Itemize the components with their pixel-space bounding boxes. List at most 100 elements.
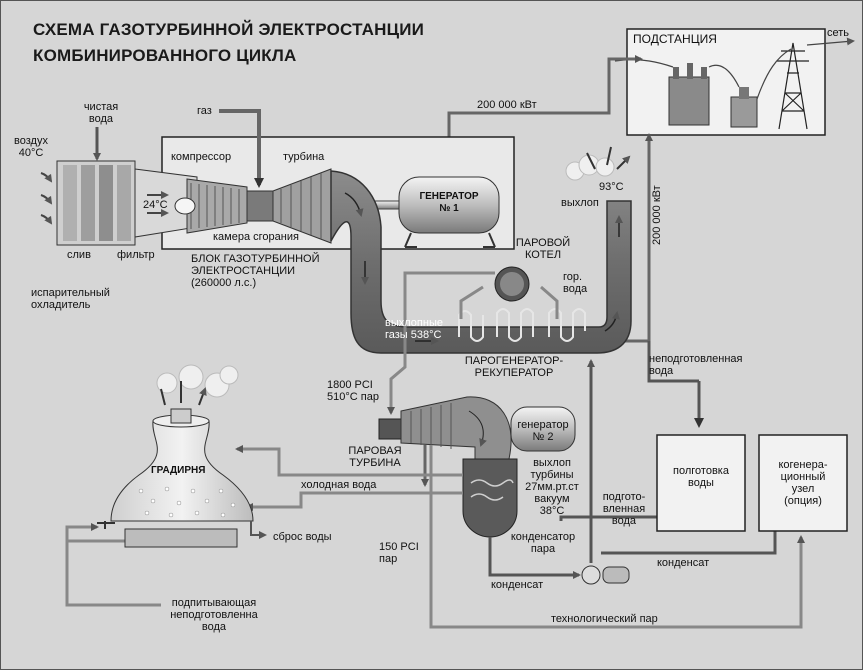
exhaust-cloud-icon	[565, 146, 629, 181]
gas-label: газ	[197, 105, 212, 117]
drain-label: слив	[67, 249, 91, 261]
steam-1800-line-2: 510°С пар	[327, 391, 379, 403]
cogen-line-2: ционный	[780, 471, 826, 483]
generator-1	[398, 176, 500, 248]
exhaust-gas-line-2: газы 538°С	[385, 329, 442, 341]
cogen-line-3: узел	[791, 483, 815, 495]
generator2-line-2: № 2	[532, 431, 554, 443]
condenser-label: конденсатор пара	[501, 531, 585, 555]
cogen-box	[758, 434, 848, 532]
makeup-line-3: вода	[201, 621, 227, 633]
water-prep-label: полготовка воды	[659, 465, 743, 489]
steam-condenser	[462, 458, 518, 538]
generator1-line-1: ГЕНЕРАТОР	[419, 191, 479, 202]
air-line-1: воздух	[14, 135, 48, 147]
water-prep-line-1: полготовка	[673, 465, 729, 477]
clean-water-label: чистая вода	[81, 101, 121, 125]
power-side-label: 200 000 кВт	[651, 185, 663, 245]
air-label: воздух 40°С	[11, 135, 51, 159]
generator-2	[510, 406, 576, 452]
temp-93-label: 93°С	[599, 181, 624, 193]
title-line-2: КОМБИНИРОВАННОГО ЦИКЛА	[33, 46, 297, 65]
steam-turbine-label: ПАРОВАЯ ТУРБИНА	[343, 445, 407, 469]
temp-24-label: 24°С	[143, 199, 168, 211]
evaporative-cooler	[56, 160, 198, 246]
steam-150-line-1: 150 PCI	[379, 541, 419, 553]
evap-line-2: охладитель	[31, 299, 91, 311]
gt-block-line-2: ЭЛЕКТРОСТАНЦИИ	[191, 265, 296, 277]
cold-water-label: холодная вода	[301, 479, 377, 491]
generator1-line-2: № 1	[439, 203, 459, 214]
untreated-line-2: вода	[649, 365, 674, 377]
turbine-exhaust-line-5: 38°С	[539, 505, 565, 517]
water-prep-box	[656, 434, 746, 532]
cogen-line-4: (опция)	[784, 495, 822, 507]
treated-line-1: подгото-	[602, 491, 646, 503]
turbine-exhaust-line-4: вакуум	[534, 493, 570, 505]
generator1-label: ГЕНЕРАТОР № 1	[407, 191, 491, 215]
steam-boiler	[459, 266, 559, 319]
makeup-water-label: подпитывающая неподготовленна вода	[159, 597, 269, 633]
untreated-line-1: неподготовленная	[649, 353, 743, 365]
turbine-exhaust-line-1: выхлоп	[533, 457, 571, 469]
untreated-water-label: неподготовленная вода	[649, 353, 742, 377]
clean-water-line-1: чистая	[83, 101, 119, 113]
condensate-pump	[581, 565, 630, 585]
boiler-line-1: ПАРОВОЙ	[515, 237, 571, 249]
turbine-exhaust-line-2: турбины	[530, 469, 574, 481]
clean-water-line-2: вода	[88, 113, 114, 125]
generator2-label: генератор № 2	[511, 419, 575, 443]
steam-150-line-2: пар	[379, 553, 398, 565]
steam-1800-line-1: 1800 PCI	[327, 379, 373, 391]
generator2-line-1: генератор	[517, 419, 569, 431]
power-top-label: 200 000 кВт	[477, 99, 537, 111]
cooling-tower-label: ГРАДИРНЯ	[151, 465, 206, 476]
exhaust-gas-label: выхлопные газы 538°С	[385, 317, 443, 341]
exhaust-duct	[330, 170, 632, 354]
exhaust-gas-line-1: выхлопные	[385, 317, 443, 329]
combustion-label: камера сгорания	[213, 231, 299, 243]
power-tower-icon	[777, 42, 809, 130]
cooling-tower	[97, 408, 267, 548]
gt-block-label: БЛОК ГАЗОТУРБИННОЙ ЭЛЕКТРОСТАНЦИИ (26000…	[191, 253, 320, 289]
hrsg-line-1: ПАРОГЕНЕРАТОР-	[464, 355, 564, 367]
steam-150-label: 150 PCI пар	[379, 541, 419, 565]
turbine-label: турбина	[283, 151, 325, 163]
process-steam-label: технологический пар	[551, 613, 658, 625]
boiler-line-2: КОТЕЛ	[524, 249, 562, 261]
grid-label: сеть	[827, 27, 850, 39]
evap-cooler-label: испарительный охладитель	[31, 287, 110, 311]
condensate-label-1: конденсат	[491, 579, 544, 591]
condenser-line-2: пара	[530, 543, 556, 555]
treated-line-2: вленная	[602, 503, 646, 515]
power-line-top	[447, 55, 643, 175]
hrsg-line-2: РЕКУПЕРАТОР	[474, 367, 554, 379]
turbine-exhaust-label: выхлоп турбины 27мм.рт.ст вакуум 38°С	[517, 457, 587, 517]
transformer-icon	[668, 63, 758, 128]
treated-line-3: вода	[611, 515, 637, 527]
water-drop-label: сброс воды	[273, 531, 332, 543]
air-line-2: 40°С	[18, 147, 44, 159]
steam-turbine	[378, 396, 512, 487]
steam-turbine-line-2: ТУРБИНА	[349, 457, 401, 469]
treated-water-label: подгото- вленная вода	[597, 491, 651, 527]
cogen-label: когенера- ционный узел (опция)	[761, 459, 845, 507]
diagram-title: СХЕМА ГАЗОТУРБИННОЙ ЭЛЕКТРОСТАНЦИИ КОМБИ…	[33, 17, 424, 69]
cogen-line-1: когенера-	[778, 459, 828, 471]
exhaust-label: выхлоп	[561, 197, 599, 209]
title-line-1: СХЕМА ГАЗОТУРБИННОЙ ЭЛЕКТРОСТАНЦИИ	[33, 20, 425, 39]
condensate-label-2: конденсат	[657, 557, 710, 569]
gt-block-line-3: (260000 л.с.)	[191, 277, 257, 289]
gt-block-line-1: БЛОК ГАЗОТУРБИННОЙ	[191, 253, 320, 265]
substation-label: ПОДСТАНЦИЯ	[633, 32, 717, 46]
compressor-label: компрессор	[171, 151, 232, 163]
hot-water-line-2: вода	[563, 283, 588, 295]
steam-turbine-line-1: ПАРОВАЯ	[348, 445, 402, 457]
evap-line-1: испарительный	[31, 287, 110, 299]
makeup-line-2: неподготовленна	[170, 609, 258, 621]
hrsg-label: ПАРОГЕНЕРАТОР- РЕКУПЕРАТОР	[449, 355, 579, 379]
boiler-label: ПАРОВОЙ КОТЕЛ	[513, 237, 573, 261]
condenser-line-1: конденсатор	[510, 531, 576, 543]
